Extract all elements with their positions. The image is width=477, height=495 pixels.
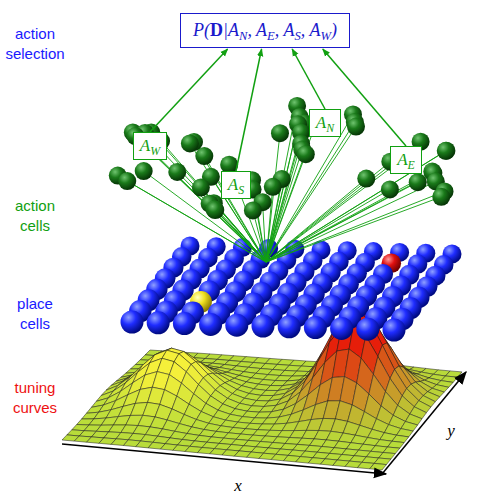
place-cell [330, 317, 353, 340]
place-cell [356, 318, 379, 341]
action-box: AN [309, 109, 341, 137]
projection-line [211, 177, 266, 262]
axis-label: x [231, 475, 245, 495]
action-cell [118, 172, 136, 190]
x-axis [62, 444, 386, 474]
layer-label: action cells [2, 196, 68, 235]
projection-arrow [292, 49, 325, 109]
projection-line [266, 173, 433, 262]
action-cell-clusters [109, 97, 456, 220]
action-label: AE [397, 150, 415, 170]
action-cell [181, 134, 199, 152]
projection-line [177, 172, 266, 262]
projection-arrow [150, 49, 228, 132]
projection-line [135, 136, 266, 262]
layer-label: action selection [2, 24, 68, 63]
action-cell [135, 162, 153, 180]
projection-line [266, 155, 408, 262]
place-cell [147, 311, 170, 334]
action-cell [195, 147, 213, 165]
formula: P(D|AN, AE, AS, AW) [193, 20, 337, 41]
action-cell [271, 124, 289, 142]
projection-line [266, 189, 390, 262]
selection-box: P(D|AN, AE, AS, AW) [180, 13, 350, 48]
projection-line [266, 142, 421, 262]
projection-line [144, 171, 266, 262]
place-cell [252, 315, 275, 338]
projection-arrow [236, 49, 262, 171]
action-cell [357, 170, 375, 188]
action-cell [347, 118, 365, 136]
place-cell [121, 311, 144, 334]
projection-line [266, 182, 436, 262]
action-label: AW [140, 136, 160, 156]
action-cell [244, 201, 262, 219]
y-axis [382, 372, 466, 474]
projection-line [215, 210, 266, 262]
projection-line [190, 143, 266, 262]
surface-patch [370, 463, 387, 470]
action-box: AE [390, 146, 422, 174]
layer-label: place cells [2, 294, 68, 333]
projection-line [118, 176, 266, 262]
action-box: AS [221, 171, 251, 199]
projection-line [133, 132, 266, 262]
action-cell [206, 200, 224, 218]
action-cell [297, 145, 315, 163]
place-cell [304, 316, 327, 339]
place-cell [278, 315, 301, 338]
projection-line [151, 132, 266, 262]
action-cell [409, 173, 427, 191]
projection-lines [118, 106, 447, 262]
action-cell [264, 178, 282, 196]
action-label: AS [228, 175, 244, 195]
projection-line [266, 179, 366, 262]
action-cell [381, 180, 399, 198]
axis-label: y [444, 420, 458, 442]
action-box: AW [133, 132, 167, 160]
layer-label: tuning curves [2, 378, 68, 417]
projection-line [266, 172, 432, 262]
projection-line [144, 145, 266, 262]
action-cell [168, 163, 186, 181]
axes [62, 372, 466, 474]
action-cell [206, 201, 224, 219]
place-cell [383, 319, 406, 342]
projection-line [161, 141, 266, 262]
projection-line [266, 197, 441, 262]
action-cell [437, 142, 455, 160]
place-cell [199, 313, 222, 336]
action-cell [432, 188, 450, 206]
projection-line [194, 142, 266, 262]
action-cell [192, 179, 210, 197]
projection-line [266, 127, 356, 262]
tuning-surface [62, 310, 462, 471]
action-cell [437, 142, 455, 160]
place-cell [173, 312, 196, 335]
place-cell [225, 314, 248, 337]
projection-line [266, 191, 445, 262]
action-label: AN [316, 113, 334, 133]
